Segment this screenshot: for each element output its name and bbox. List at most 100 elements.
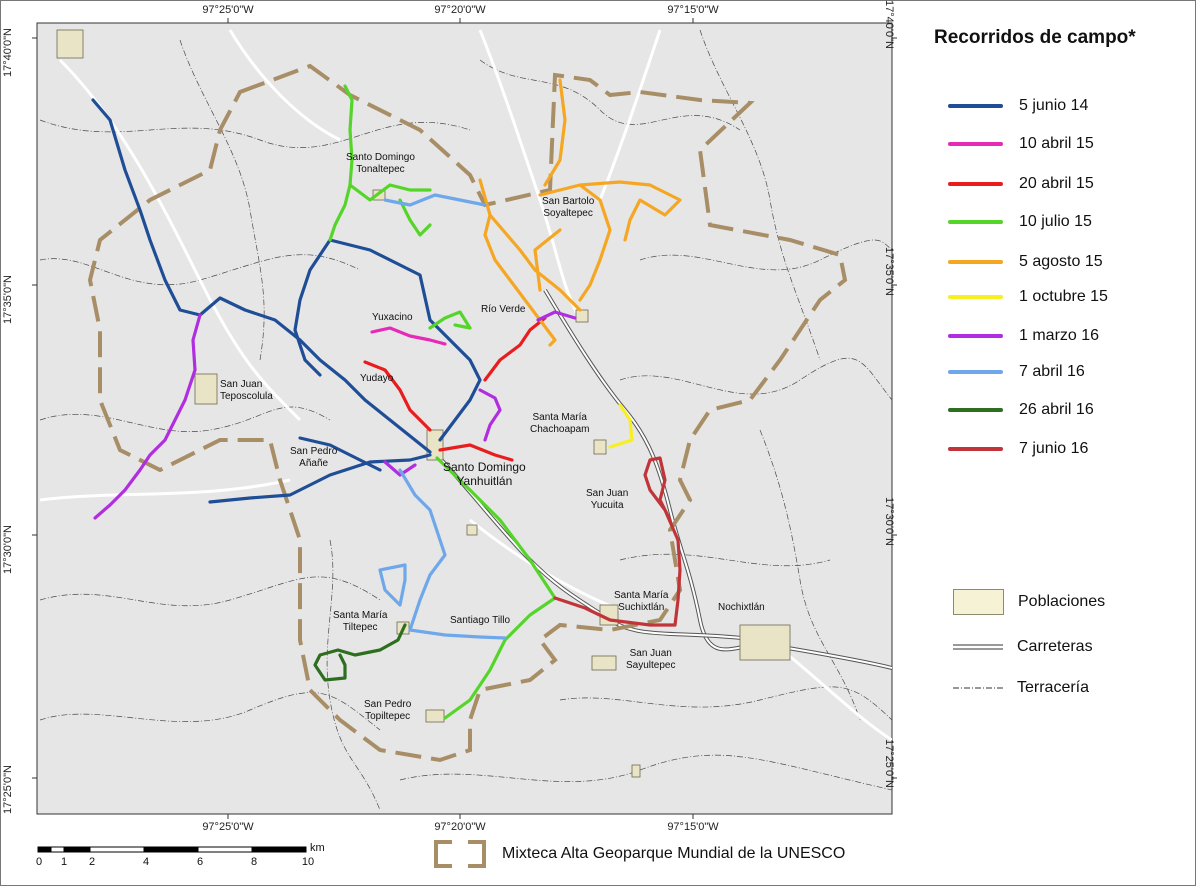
town-block bbox=[425, 709, 445, 723]
place-line: Teposcolula bbox=[220, 391, 273, 402]
legend-swatch bbox=[948, 408, 1003, 412]
legend-swatch bbox=[948, 260, 1003, 264]
town-block bbox=[575, 309, 589, 323]
legend-label: Terracería bbox=[1017, 679, 1090, 696]
place-san-bartolo-soyaltepec: San Bartolo Soyaltepec bbox=[542, 196, 594, 220]
legend-item-10-abril-15: 10 abril 15 bbox=[948, 134, 1094, 154]
place-san-juan-teposcolula: San Juan Teposcolula bbox=[220, 379, 273, 403]
legend-geopark: Mixteca Alta Geoparque Mundial de la UNE… bbox=[432, 839, 845, 869]
legend-title: Recorridos de campo* bbox=[934, 27, 1136, 48]
town-block bbox=[466, 524, 478, 536]
place-line: Yucuita bbox=[590, 500, 624, 511]
town-block bbox=[593, 439, 607, 455]
legend-label: Poblaciones bbox=[1018, 593, 1106, 610]
legend-swatch bbox=[948, 334, 1003, 338]
scale-tick: 0 bbox=[35, 856, 43, 868]
legend-item-7-junio-16: 7 junio 16 bbox=[948, 439, 1088, 459]
field-routes bbox=[91, 78, 682, 720]
place-line: Yanhuitlán bbox=[456, 474, 513, 488]
place-line: San Bartolo bbox=[542, 196, 595, 207]
legend-item-20-abril-15: 20 abril 15 bbox=[948, 174, 1094, 194]
place-rio-verde: Río Verde bbox=[481, 304, 526, 315]
legend-label: 7 abril 16 bbox=[1019, 363, 1085, 380]
place-san-pedro-topiltepec: San Pedro Topiltepec bbox=[364, 699, 411, 723]
route-10-abril-15 bbox=[370, 326, 447, 346]
route-7-junio-16 bbox=[553, 456, 682, 627]
town-block bbox=[56, 29, 84, 59]
legend-item-26-abril-16: 26 abril 16 bbox=[948, 400, 1094, 420]
scale-bar: 0 1 2 4 6 8 10 km bbox=[35, 842, 327, 872]
legend-swatch bbox=[948, 220, 1003, 224]
place-line: San Juan bbox=[220, 379, 263, 390]
coord-bottom-2: 97°20'0"W bbox=[434, 821, 486, 833]
place-san-juan-sayultepec: San Juan Sayultepec bbox=[626, 648, 675, 672]
place-line: Tonaltepec bbox=[356, 164, 405, 175]
coord-top-2: 97°20'0"W bbox=[434, 4, 486, 16]
place-line: Soyaltepec bbox=[543, 208, 593, 219]
place-line: San Pedro bbox=[290, 446, 338, 457]
route-5-agosto-15 bbox=[478, 78, 682, 347]
place-santa-maria-suchixtlan: Santa María Suchixtlán bbox=[614, 590, 668, 614]
terraceria-swatch bbox=[953, 687, 1003, 689]
town-block bbox=[194, 373, 218, 405]
coord-left-1: 17°40'0"N bbox=[2, 28, 14, 77]
place-santo-domingo-yanhuitlan: Santo Domingo Yanhuitlán bbox=[443, 460, 526, 488]
coord-left-4: 17°25'0"N bbox=[2, 765, 14, 814]
place-santa-maria-tiltepec: Santa María Tiltepec bbox=[333, 610, 387, 634]
legend-item-5-junio-14: 5 junio 14 bbox=[948, 96, 1088, 116]
legend-label: 7 junio 16 bbox=[1019, 440, 1089, 457]
legend-label: 20 abril 15 bbox=[1019, 175, 1094, 192]
legend-label: Carreteras bbox=[1017, 638, 1093, 655]
legend-swatch bbox=[948, 104, 1003, 108]
geopark-label: Mixteca Alta Geoparque Mundial de la UNE… bbox=[502, 845, 846, 862]
scale-tick: 4 bbox=[142, 856, 150, 868]
route-1-marzo-16 bbox=[93, 310, 577, 520]
place-yudayo: Yudayo bbox=[360, 373, 394, 384]
scale-tick: 8 bbox=[250, 856, 258, 868]
route-5-junio-14 bbox=[91, 98, 482, 504]
coord-right-4: 17°25'0"N bbox=[883, 739, 895, 788]
legend-carreteras: Carreteras bbox=[953, 638, 1093, 656]
place-line: San Juan bbox=[629, 648, 672, 659]
place-line: Santo Domingo bbox=[443, 460, 526, 474]
legend-label: 10 julio 15 bbox=[1019, 213, 1092, 230]
place-line: Suchixtlán bbox=[618, 602, 665, 613]
place-santa-maria-chachoapam: Santa María Chachoapam bbox=[530, 412, 589, 436]
legend-swatch bbox=[948, 370, 1003, 374]
coordinate-ticks bbox=[32, 18, 897, 819]
place-line: Chachoapam bbox=[530, 424, 590, 435]
route-1-octubre-15 bbox=[608, 403, 634, 449]
legend-swatch bbox=[948, 295, 1003, 299]
route-20-abril-15 bbox=[363, 316, 547, 462]
town-block bbox=[739, 624, 791, 661]
scale-tick: 10 bbox=[301, 856, 315, 868]
place-line: Tiltepec bbox=[342, 622, 378, 633]
legend-item-5-agosto-15: 5 agosto 15 bbox=[948, 252, 1103, 272]
legend-item-10-julio-15: 10 julio 15 bbox=[948, 212, 1092, 232]
legend-poblaciones: Poblaciones bbox=[953, 589, 1105, 615]
legend-swatch bbox=[948, 182, 1003, 186]
legend-item-1-marzo-16: 1 marzo 16 bbox=[948, 326, 1099, 346]
legend-swatch bbox=[948, 142, 1003, 146]
coord-right-1: 17°40'0"N bbox=[883, 0, 895, 49]
scale-bar-graphic bbox=[37, 846, 307, 853]
legend-label: 26 abril 16 bbox=[1019, 401, 1094, 418]
legend-label: 1 octubre 15 bbox=[1019, 288, 1108, 305]
coord-left-3: 17°30'0"N bbox=[2, 525, 14, 574]
place-santo-domingo-tonaltepec: Santo Domingo Tonaltepec bbox=[346, 152, 415, 176]
place-line: Santa María bbox=[532, 412, 587, 423]
carreteras-swatch bbox=[953, 644, 1003, 650]
coord-right-3: 17°30'0"N bbox=[883, 497, 895, 546]
legend-item-1-octubre-15: 1 octubre 15 bbox=[948, 287, 1108, 307]
place-nochixtlan: Nochixtlán bbox=[718, 602, 765, 613]
poblaciones-swatch bbox=[953, 589, 1004, 615]
place-line: San Pedro bbox=[364, 699, 412, 710]
legend-label: 5 junio 14 bbox=[1019, 97, 1089, 114]
place-line: Santo Domingo bbox=[346, 152, 415, 163]
place-line: Santa María bbox=[333, 610, 388, 621]
place-san-pedro-anane: San Pedro Añañe bbox=[290, 446, 337, 470]
map-panel bbox=[36, 22, 893, 815]
legend-item-7-abril-16: 7 abril 16 bbox=[948, 362, 1085, 382]
route-10-julio-15 bbox=[328, 84, 557, 720]
place-line: San Juan bbox=[586, 488, 629, 499]
